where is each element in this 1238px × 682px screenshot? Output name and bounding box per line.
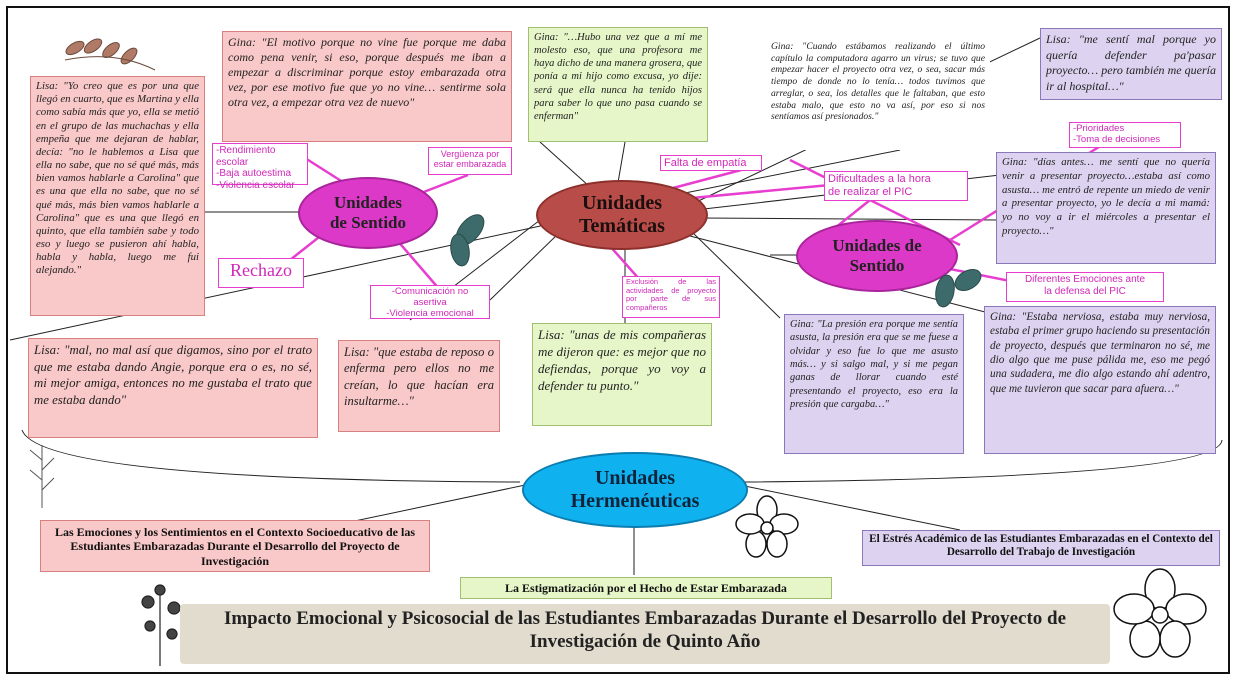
plant-decoration-icon [29,445,55,508]
quote-gina-nerviosa: Gina: "Estaba nerviosa, estaba muy nervi… [984,306,1216,454]
hermeneutic-estres: El Estrés Académico de las Estudiantes E… [862,530,1220,566]
quote-gina-profesora: Gina: "…Hubo una vez que a mí me molesto… [528,27,708,142]
page-title: Impacto Emocional y Psicosocial de las E… [223,608,1067,652]
leaf-icon [935,269,982,308]
quote-gina-computadora: Gina: "Cuando estábamos realizando el úl… [766,38,990,150]
tag-prioridades: -Prioridades -Toma de decisiones [1069,122,1181,148]
tag-rendimiento: -Rendimiento escolar -Baja autoestima -V… [212,143,308,191]
hermeneutic-estigmatizacion: La Estigmatización por el Hecho de Estar… [460,577,832,599]
node-unidades-sentido-left: Unidades de Sentido [298,177,438,249]
quote-lisa-reposo: Lisa: "que estaba de reposo o enferma pe… [338,340,500,432]
node-unidades-tematicas: Unidades Temáticas [536,180,708,250]
flower-decoration-icon [735,495,799,558]
leaf-icon [450,214,485,267]
title-banner [180,604,1110,664]
tag-verguenza: Vergüenza por estar embarazada [428,147,512,175]
herb-decoration-icon [141,584,181,666]
large-flower-decoration-icon [1113,568,1207,658]
node-unidades-sentido-right: Unidades de Sentido [796,220,958,292]
quote-gina-dias-antes: Gina: "días antes… me sentí que no querí… [996,152,1216,264]
tag-dificultades: Dificultades a la hora de realizar el PI… [824,171,968,201]
quote-lisa-martina: Lisa: "Yo creo que es por una que llegó … [30,76,205,316]
tag-diferentes-emociones: Diferentes Emociones ante la defensa del… [1006,272,1164,302]
hermeneutic-emociones: Las Emociones y los Sentimientos en el C… [40,520,430,572]
quote-lisa-hospital: Lisa: "me sentí mal porque yo quería def… [1040,28,1222,100]
node-unidades-hermeneuticas: Unidades Hermenéuticas [522,452,748,528]
quote-lisa-companeras: Lisa: "unas de mis compañeras me dijeron… [532,323,712,426]
tag-falta-empatia: Falta de empatía [660,155,762,171]
quote-gina-presion: Gina: "La presión era porque me sentía a… [784,314,964,454]
tag-comunicacion: -Comunicación no asertiva -Violencia emo… [370,285,490,319]
tag-rechazo: Rechazo [218,258,304,288]
quote-gina-motivo: Gina: "El motivo porque no vine fue porq… [222,31,512,142]
tag-exclusion: Exclusión de las actividades de proyecto… [622,276,720,318]
leaves-decoration-icon [64,38,156,71]
diagram-frame [6,6,1230,674]
quote-lisa-trato: Lisa: "mal, no mal así que digamos, sino… [28,338,318,438]
